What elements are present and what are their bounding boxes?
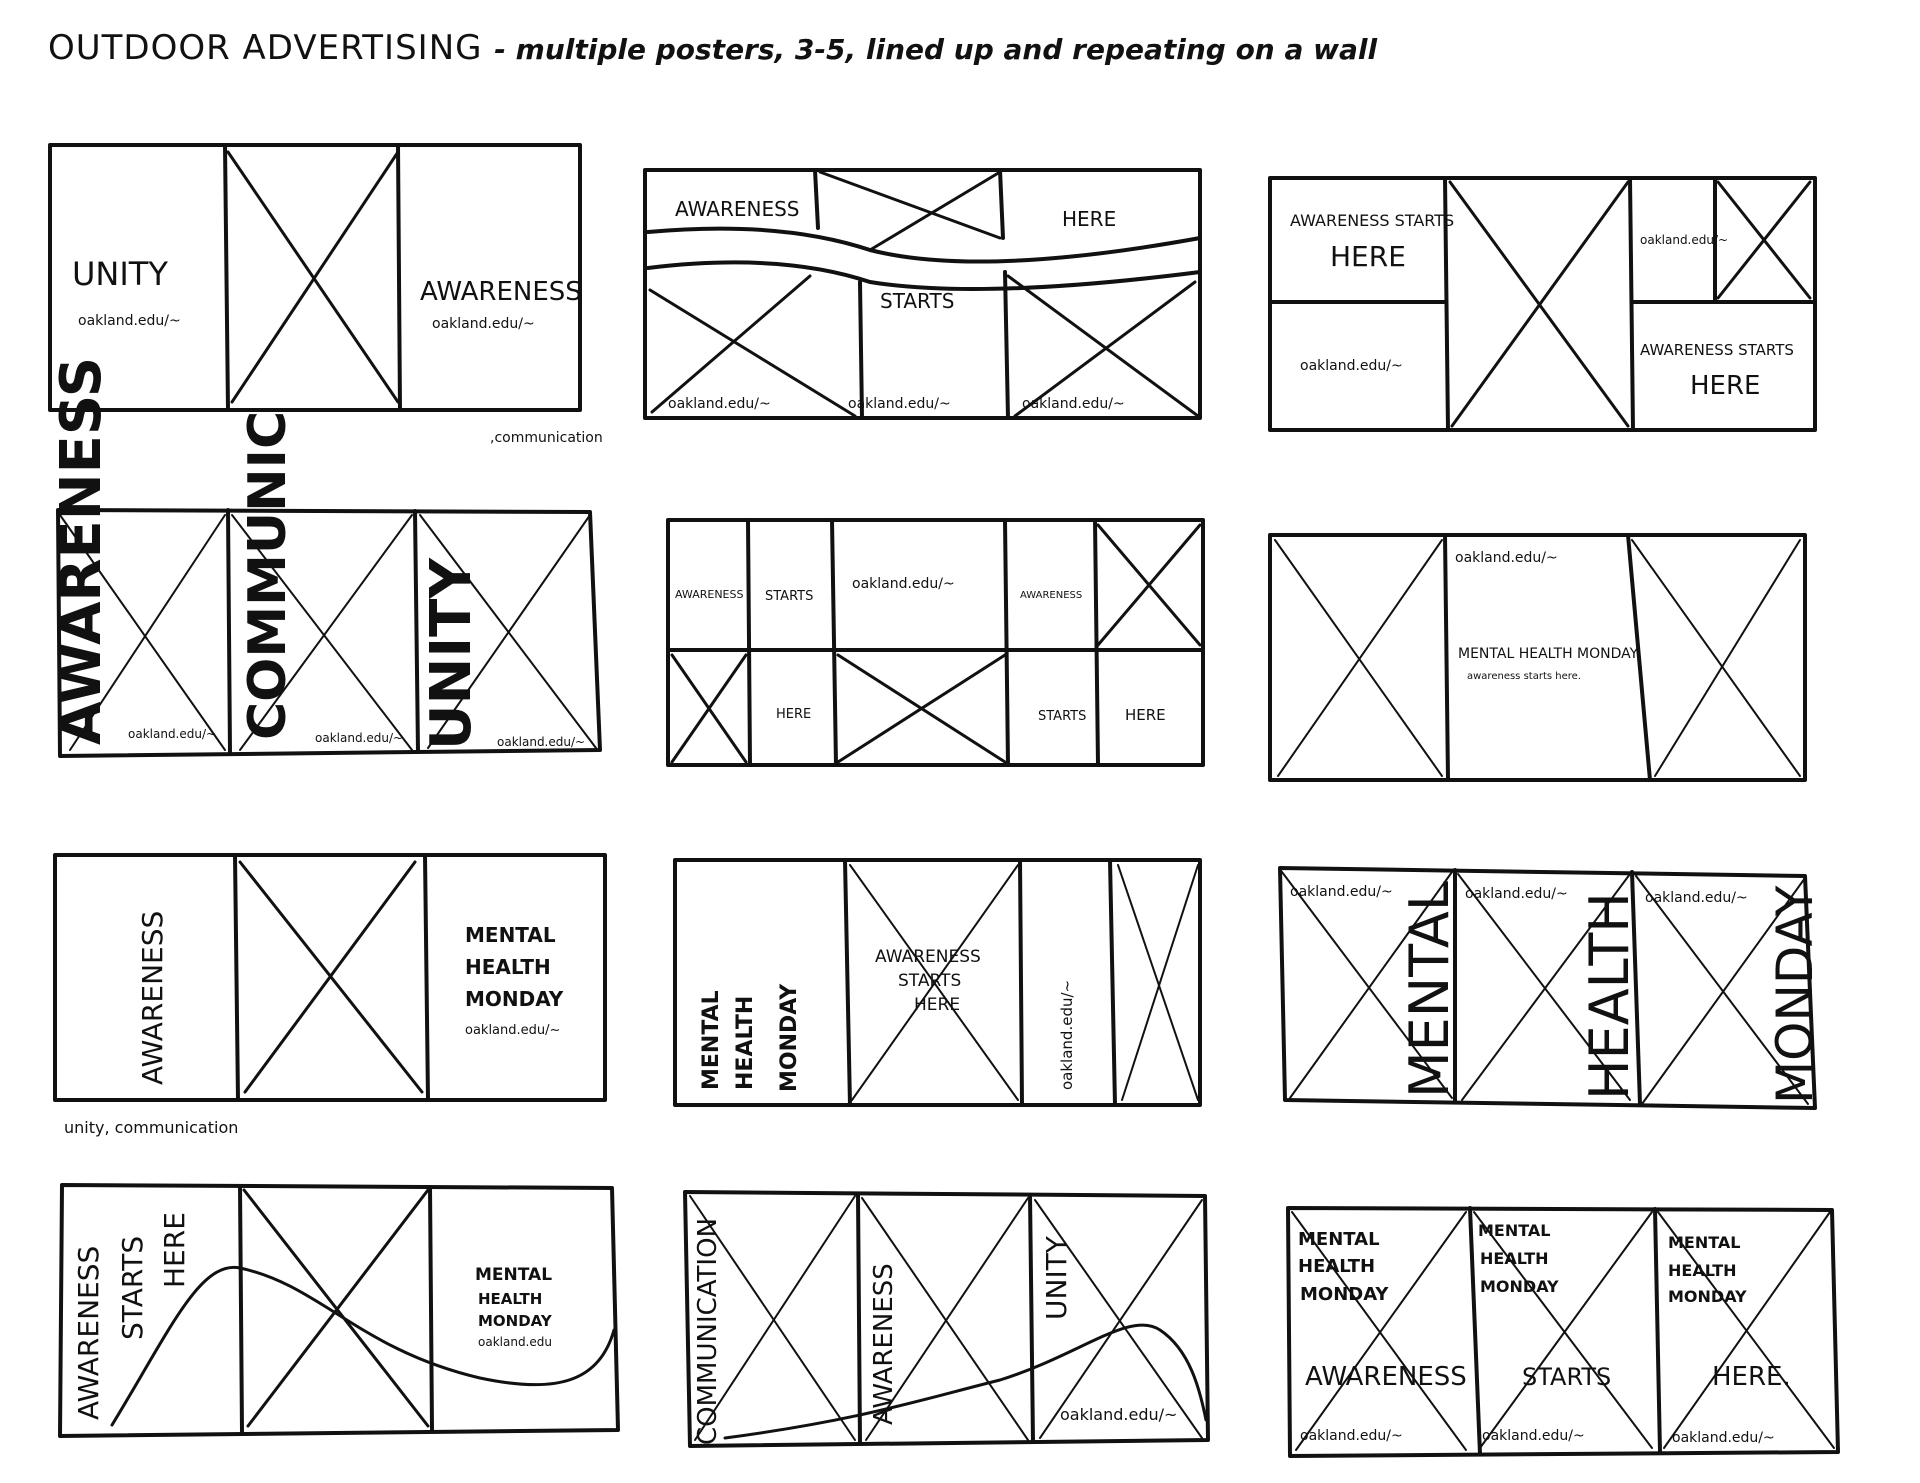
sketch-12: MENTAL HEALTH MONDAY AWARENESS oakland.e… <box>1286 1206 1840 1458</box>
note-communication: ,communication <box>490 430 603 446</box>
s12-monday-2: MONDAY <box>1480 1277 1559 1296</box>
page-title: OUTDOOR ADVERTISING - multiple posters, … <box>48 28 1377 68</box>
s3-awareness-starts-1: AWARENESS STARTS <box>1290 211 1454 230</box>
sketch-9: oakland.edu/~ oakland.edu/~ oakland.edu/… <box>1278 866 1824 1110</box>
s12-url-1: oakland.edu/~ <box>1300 1428 1403 1444</box>
s7-awareness: AWARENESS <box>136 911 169 1085</box>
s7-monday: MONDAY <box>465 987 564 1011</box>
s9-mental: MENTAL <box>1398 881 1461 1098</box>
s3-here-1: HERE <box>1330 240 1406 273</box>
s1-awareness: AWARENESS <box>420 277 582 307</box>
s9-url-1: oakland.edu/~ <box>1290 884 1393 900</box>
sketch-6: oakland.edu/~ MENTAL HEALTH MONDAY aware… <box>1268 533 1807 782</box>
s2-url-1: oakland.edu/~ <box>668 396 771 412</box>
title-main: OUTDOOR ADVERTISING <box>48 28 483 68</box>
s4-unity: UNITY <box>419 557 484 750</box>
s2-awareness: AWARENESS <box>675 197 799 221</box>
s1-url-2: oakland.edu/~ <box>432 316 535 332</box>
s9-url-3: oakland.edu/~ <box>1645 890 1748 906</box>
s11-communication: COMMUNICATION <box>693 1218 723 1445</box>
s5-url: oakland.edu/~ <box>852 576 955 592</box>
s8-awareness: AWARENESS <box>875 947 981 967</box>
s10-here: HERE <box>158 1212 191 1288</box>
sketch-1: UNITY oakland.edu/~ AWARENESS oakland.ed… <box>48 143 582 412</box>
s7-url: oakland.edu/~ <box>465 1023 560 1038</box>
s12-health-3: HEALTH <box>1668 1261 1737 1280</box>
s2-url-3: oakland.edu/~ <box>1022 396 1125 412</box>
s7-health: HEALTH <box>465 955 551 979</box>
s6-tagline: awareness starts here. <box>1467 671 1581 682</box>
title-sub: - multiple posters, 3-5, lined up and re… <box>494 33 1378 66</box>
s6-mental-health-monday: MENTAL HEALTH MONDAY <box>1458 646 1639 662</box>
s10-url: oakland.edu <box>478 1335 552 1349</box>
s10-starts: STARTS <box>116 1236 149 1340</box>
s1-url-1: oakland.edu/~ <box>78 313 181 329</box>
s5-starts-1: STARTS <box>765 589 813 604</box>
sketch-7: AWARENESS MENTAL HEALTH MONDAY oakland.e… <box>53 853 607 1102</box>
s7-mental: MENTAL <box>465 923 556 947</box>
s12-mental-1: MENTAL <box>1298 1229 1380 1250</box>
s12-monday-1: MONDAY <box>1300 1284 1389 1305</box>
s3-url-1: oakland.edu/~ <box>1640 233 1728 247</box>
sketch-3: AWARENESS STARTS HERE oakland.edu/~ oakl… <box>1268 176 1817 432</box>
s2-url-2: oakland.edu/~ <box>848 396 951 412</box>
s12-monday-3: MONDAY <box>1668 1287 1747 1306</box>
s9-monday: MONDAY <box>1766 885 1824 1104</box>
s8-mental: MENTAL <box>699 990 724 1090</box>
sketch-4: AWARENESS COMMUNIC UNITY oakland.edu/~ o… <box>49 357 602 758</box>
sketch-2: AWARENESS HERE STARTS oakland.edu/~ oakl… <box>643 168 1202 420</box>
s5-here-2: HERE <box>1125 706 1166 724</box>
sketch-11: COMMUNICATION AWARENESS UNITY oakland.ed… <box>683 1190 1210 1448</box>
s11-unity: UNITY <box>1040 1235 1073 1320</box>
s8-monday: MONDAY <box>777 983 802 1092</box>
s5-awareness-2: AWARENESS <box>1020 590 1082 601</box>
s10-awareness: AWARENESS <box>72 1246 105 1420</box>
s12-url-3: oakland.edu/~ <box>1672 1430 1775 1446</box>
s1-unity: UNITY <box>72 255 168 293</box>
s8-url: oakland.edu/~ <box>1058 980 1076 1090</box>
s12-here: HERE. <box>1712 1362 1791 1392</box>
s12-url-2: oakland.edu/~ <box>1482 1428 1585 1444</box>
s6-url: oakland.edu/~ <box>1455 550 1558 566</box>
s3-awareness-starts-2: AWARENESS STARTS <box>1640 341 1794 359</box>
s12-mental-3: MENTAL <box>1668 1233 1741 1252</box>
s2-starts: STARTS <box>880 289 954 313</box>
s11-url: oakland.edu/~ <box>1060 1405 1177 1424</box>
s12-starts: STARTS <box>1522 1363 1611 1391</box>
s12-mental-2: MENTAL <box>1478 1221 1551 1240</box>
s8-here: HERE <box>914 995 960 1015</box>
s9-url-2: oakland.edu/~ <box>1465 886 1568 902</box>
s5-starts-2: STARTS <box>1038 709 1086 724</box>
s8-health: HEALTH <box>733 996 758 1090</box>
s12-health-2: HEALTH <box>1480 1249 1549 1268</box>
sketch-5: AWARENESS STARTS oakland.edu/~ AWARENESS… <box>666 518 1205 767</box>
s4-communic: COMMUNIC <box>238 411 298 740</box>
s3-url-2: oakland.edu/~ <box>1300 358 1403 374</box>
s2-here: HERE <box>1062 207 1116 231</box>
s10-health: HEALTH <box>478 1290 542 1308</box>
sketch-8: MENTAL HEALTH MONDAY AWARENESS STARTS HE… <box>673 858 1202 1107</box>
s10-mental: MENTAL <box>475 1265 552 1285</box>
s10-monday: MONDAY <box>478 1312 553 1330</box>
s4-awareness: AWARENESS <box>49 357 114 745</box>
sketch-10: AWARENESS STARTS HERE MENTAL HEALTH MOND… <box>58 1183 620 1438</box>
s3-here-2: HERE <box>1690 371 1760 401</box>
s5-awareness-1: AWARENESS <box>675 588 743 601</box>
s9-health: HEALTH <box>1578 892 1641 1100</box>
note-unity-communication: unity, communication <box>64 1118 239 1137</box>
s8-starts: STARTS <box>898 971 961 991</box>
s11-awareness: AWARENESS <box>869 1263 899 1425</box>
s4-url-1: oakland.edu/~ <box>128 727 216 741</box>
s12-health-1: HEALTH <box>1298 1256 1375 1277</box>
s5-here-1: HERE <box>776 707 811 722</box>
s4-url-2: oakland.edu/~ <box>315 731 403 745</box>
s4-url-3: oakland.edu/~ <box>497 735 585 749</box>
s12-awareness: AWARENESS <box>1305 1362 1467 1392</box>
